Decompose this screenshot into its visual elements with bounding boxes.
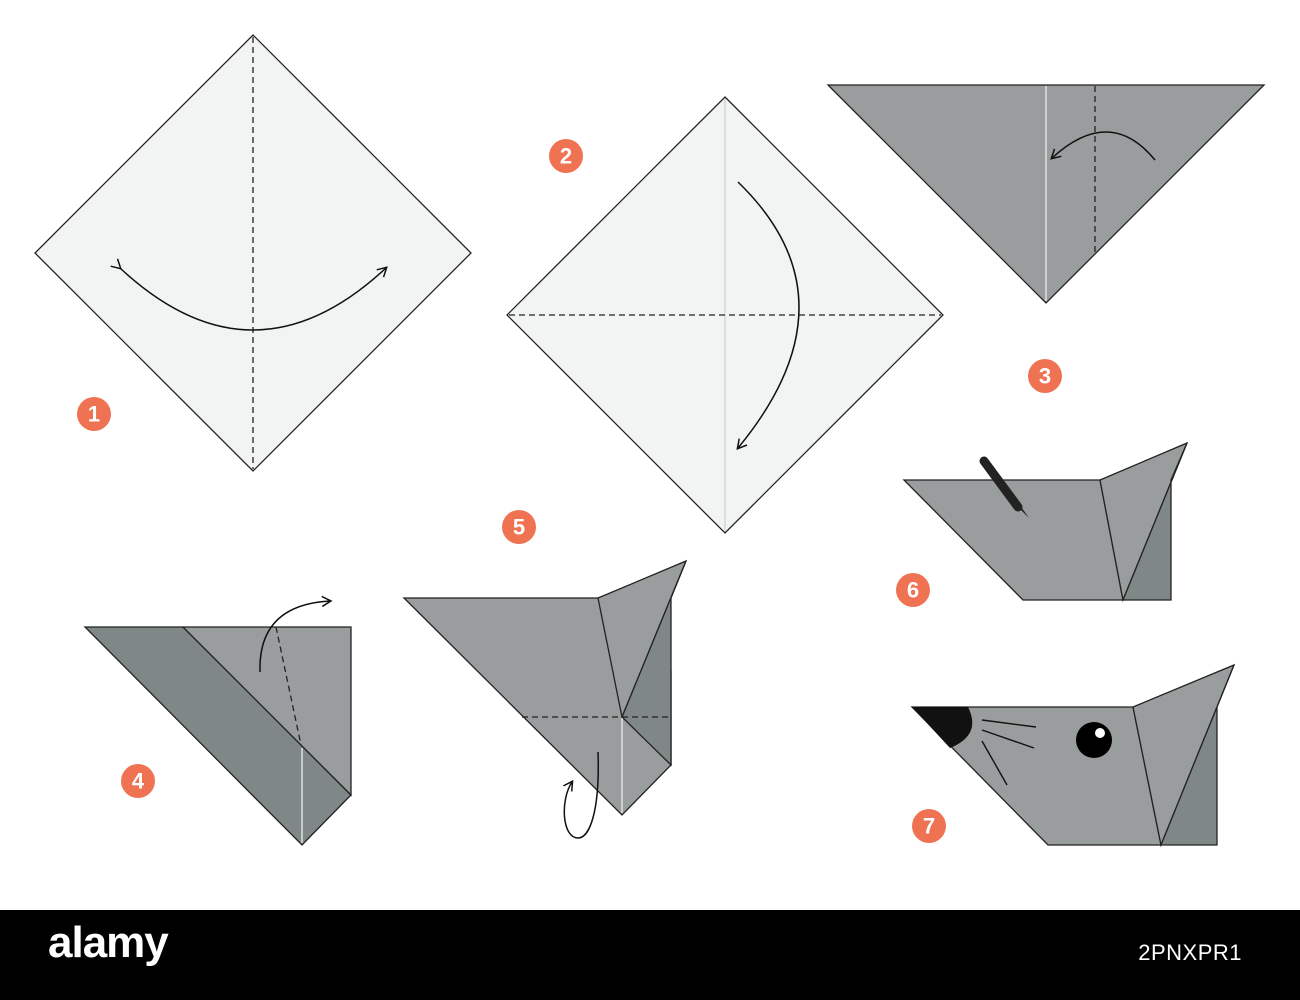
step-2-diagram [506,96,944,534]
step-1-fold-arrow [110,258,388,331]
step-6-ear-shadow [1122,442,1188,601]
step-4-paper [181,626,352,797]
step-2-number: 2 [560,144,572,169]
footer-logo: alamy [48,918,169,967]
step-7-diagram [910,663,1236,848]
step-5-badge: 5 [502,510,536,544]
step-2-badge: 2 [549,139,583,173]
step-4-fold-line [275,626,302,746]
step-6-number: 6 [907,578,919,603]
step-1-diagram [34,34,472,472]
step-3-diagram [826,84,1266,304]
step-4-diagram [83,595,352,846]
step-7-eye-highlight [1095,728,1105,738]
footer-image-id: 2PNXPR1 [1138,940,1242,965]
step-4-badge: 4 [121,764,155,798]
step-7-eye [1076,722,1112,758]
step-7-nose [912,707,973,748]
step-4-fold-arrow [259,595,333,673]
step-5-ear-shadow [621,560,687,767]
diagram-canvas: 1 2 3 4 5 6 7 [34,34,1266,848]
step-1-badge: 1 [77,397,111,431]
step-5-diagram [402,559,688,839]
step-5-number: 5 [513,515,525,540]
step-2-fold-arrow [736,181,800,450]
step-3-fold-arrow [1050,131,1156,161]
step-4-number: 4 [132,769,145,794]
step-5-fold-arrow [563,751,599,839]
pencil-icon [979,456,1029,518]
step-7-number: 7 [923,814,935,839]
step-3-badge: 3 [1028,359,1062,393]
step-7-whiskers [981,719,1037,786]
step-6-diagram [902,441,1189,603]
step-7-badge: 7 [912,809,946,843]
footer-bar [0,910,1300,1000]
step-3-number: 3 [1039,364,1051,389]
step-1-number: 1 [88,402,100,427]
step-7-ear-shadow [1160,664,1235,846]
step-6-badge: 6 [896,573,930,607]
